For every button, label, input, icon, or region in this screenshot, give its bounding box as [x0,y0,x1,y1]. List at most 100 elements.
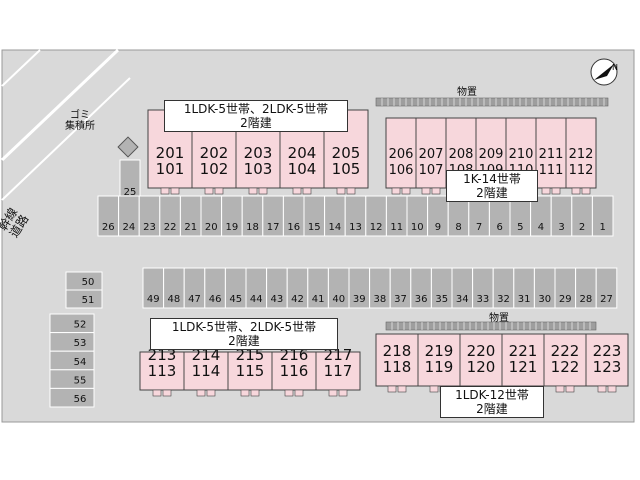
parking-number: 34 [456,294,469,305]
parking-number: 31 [518,294,531,305]
porch-mark [571,187,581,195]
garbage-label: ゴミ 集積所 [58,110,102,132]
parking-number: 48 [168,294,181,305]
porch-mark [597,385,607,393]
parking-number: 22 [164,222,177,233]
unit-number-upper: 201 [156,144,185,162]
parking-number: 5 [517,222,523,233]
parking-number: 33 [477,294,490,305]
parking-number: 6 [497,222,503,233]
unit-number-lower: 111 [539,163,564,178]
unit-number-upper: 212 [569,147,594,162]
unit-number-upper: 220 [467,342,496,360]
parking-number: 1 [600,222,606,233]
parking-number: 16 [287,222,300,233]
parking-number: 21 [184,222,197,233]
parking-number: 9 [435,222,441,233]
unit-number-upper: 219 [425,342,454,360]
porch-mark [397,385,407,393]
porch-mark [565,385,575,393]
parking-number: 50 [82,277,95,288]
parking-number: 20 [205,222,218,233]
legend-bottom-right-line1: 1LDK-12世帯 [455,388,529,402]
unit-number-upper: 214 [192,346,221,364]
porch-mark [302,187,312,195]
porch-mark [258,187,268,195]
unit-number-upper: 206 [389,147,414,162]
unit-number-lower: 116 [280,362,309,380]
porch-mark [555,385,565,393]
parking-number: 40 [332,294,345,305]
legend-bottom-right: 1LDK-12世帯 2階建 [440,386,544,418]
parking-stall-25 [119,159,141,197]
parking-number: 8 [455,222,461,233]
unit-number-lower: 112 [569,163,594,178]
unit-number-upper: 217 [324,346,353,364]
unit-number-lower: 105 [332,160,361,178]
unit-number-lower: 118 [383,358,412,376]
unit-number-lower: 120 [467,358,496,376]
parking-stall-56 [49,387,95,408]
unit-number-upper: 207 [419,147,444,162]
parking-number: 17 [267,222,280,233]
legend-top-left-line1: 1LDK-5世帯、2LDK-5世帯 [183,102,329,116]
parking-number: 41 [312,294,325,305]
compass-icon: N [590,58,618,86]
unit-number-lower: 107 [419,163,444,178]
unit-number-upper: 216 [280,346,309,364]
porch-mark [240,389,250,397]
porch-mark [336,187,346,195]
unit-number-lower: 121 [509,358,538,376]
parking-number: 36 [415,294,428,305]
unit-number-lower: 115 [236,362,265,380]
unit-number-upper: 223 [593,342,622,360]
porch-mark [170,187,180,195]
parking-number: 53 [74,338,87,349]
porch-mark [346,187,356,195]
parking-number: 32 [497,294,510,305]
unit-number-lower: 113 [148,362,177,380]
parking-number: 45 [229,294,242,305]
parking-number: 52 [74,320,87,331]
parking-number: 27 [600,294,613,305]
legend-bottom-left-line2: 2階建 [228,334,260,348]
unit-number-upper: 208 [449,147,474,162]
legend-top-left: 1LDK-5世帯、2LDK-5世帯 2階建 [164,100,348,132]
unit-number-lower: 102 [200,160,229,178]
unit-number-upper: 210 [509,147,534,162]
parking-stall-53 [49,332,95,352]
storage-strip-bottom [385,321,597,331]
parking-number: 51 [82,295,95,306]
unit-number-lower: 101 [156,160,185,178]
parking-number: 13 [349,222,362,233]
porch-mark [338,389,348,397]
parking-number: 54 [74,357,87,368]
storage-strip-top [375,97,609,107]
unit-number-lower: 117 [324,362,353,380]
unit-212 [565,117,597,189]
porch-mark [162,389,172,397]
parking-number: 39 [353,294,366,305]
parking-number: 7 [476,222,482,233]
porch-mark [284,389,294,397]
porch-mark [160,187,170,195]
parking-stall-51 [65,289,103,309]
porch-mark [429,385,439,393]
parking-number: 24 [123,222,136,233]
legend-top-right: 1K-14世帯 2階建 [446,170,538,202]
parking-number: 56 [74,394,87,405]
storage-layer [375,97,609,331]
parking-number: 38 [374,294,387,305]
parking-stall-52 [49,313,95,334]
parking-number: 26 [102,222,115,233]
unit-number-upper: 209 [479,147,504,162]
parking-number: 28 [580,294,593,305]
porch-mark [387,385,397,393]
parking-number: 43 [271,294,284,305]
parking-number: 14 [329,222,342,233]
unit-number-upper: 211 [539,147,564,162]
unit-number-lower: 123 [593,358,622,376]
parking-number: 35 [435,294,448,305]
